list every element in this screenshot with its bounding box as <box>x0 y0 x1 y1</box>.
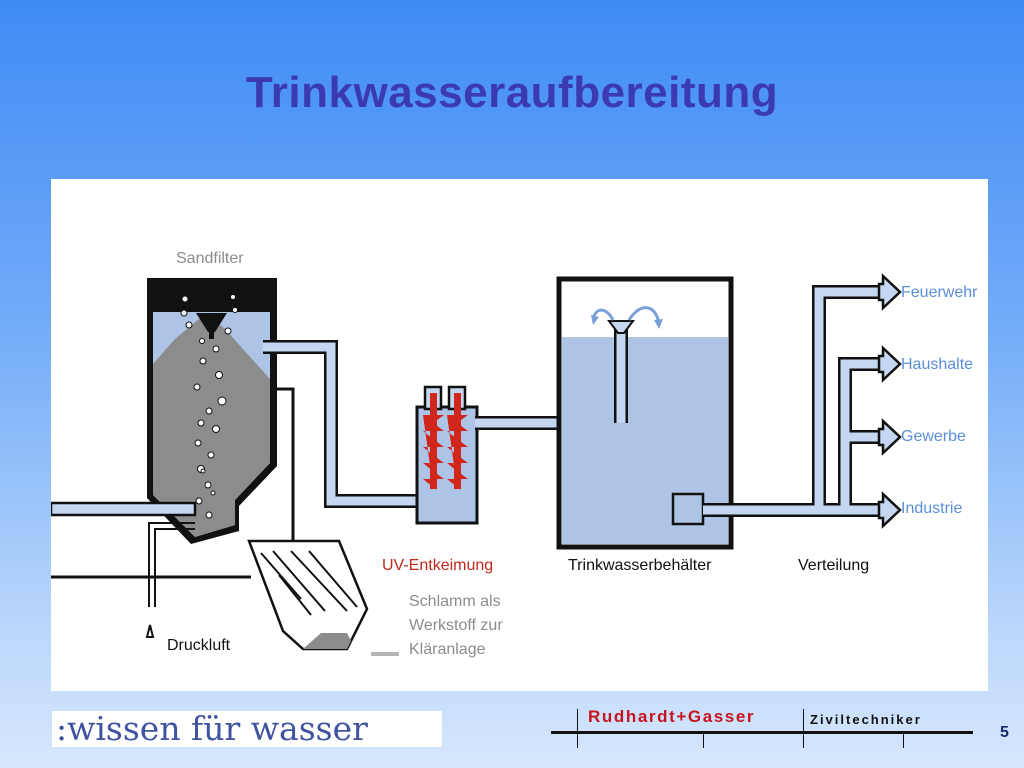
sandfilter-vessel <box>147 278 277 544</box>
slide-title: Trinkwasseraufbereitung <box>245 68 779 117</box>
output-label-haushalte: Haushalte <box>901 356 974 373</box>
sludge-label-line-2: Werkstoff zur <box>409 617 503 634</box>
firm-subtitle: Ziviltechniker <box>810 712 922 727</box>
firm-name: Rudhardt+Gasser <box>588 707 756 726</box>
drinking-water-tank <box>556 276 734 550</box>
distribution-label: Verteilung <box>798 557 870 574</box>
raw-water-pipe <box>51 501 251 579</box>
sludge-label-line-1: Schlamm als <box>409 593 501 610</box>
filtered-water-pipe <box>263 340 417 508</box>
output-label-industrie: Industrie <box>901 500 963 517</box>
firm-logo-tick <box>803 709 804 731</box>
firm-logo: Rudhardt+Gasser Ziviltechniker <box>551 703 976 753</box>
output-label-feuerwehr: Feuerwehr <box>901 284 978 301</box>
sludge-container <box>247 539 399 656</box>
firm-logo-tick <box>577 709 578 731</box>
diagram-drawing <box>51 273 902 656</box>
firm-logo-rule <box>551 731 973 734</box>
firm-logo-tick <box>903 734 904 748</box>
uv-label: UV-Entkeimung <box>382 557 494 574</box>
output-arrows <box>877 273 902 529</box>
page-number: 5 <box>1000 724 1009 741</box>
sandfilter-label: Sandfilter <box>176 250 244 267</box>
firm-logo-tick <box>803 734 804 748</box>
firm-logo-tick <box>577 734 578 748</box>
output-label-gewerbe: Gewerbe <box>901 428 966 445</box>
wissen-fuer-wasser-logo: :wissen für wasser <box>52 711 442 747</box>
compressed-air-label: Druckluft <box>167 637 231 654</box>
tank-label: Trinkwasserbehälter <box>568 557 712 574</box>
firm-logo-tick <box>703 734 704 748</box>
distribution-pipes <box>703 285 881 517</box>
compressed-air-line <box>145 522 195 638</box>
process-diagram: Sandfilter UV-Entkeimung Trinkwasserbehä… <box>51 179 988 691</box>
sludge-label-line-3: Kläranlage <box>409 641 486 658</box>
uv-unit <box>415 385 479 525</box>
